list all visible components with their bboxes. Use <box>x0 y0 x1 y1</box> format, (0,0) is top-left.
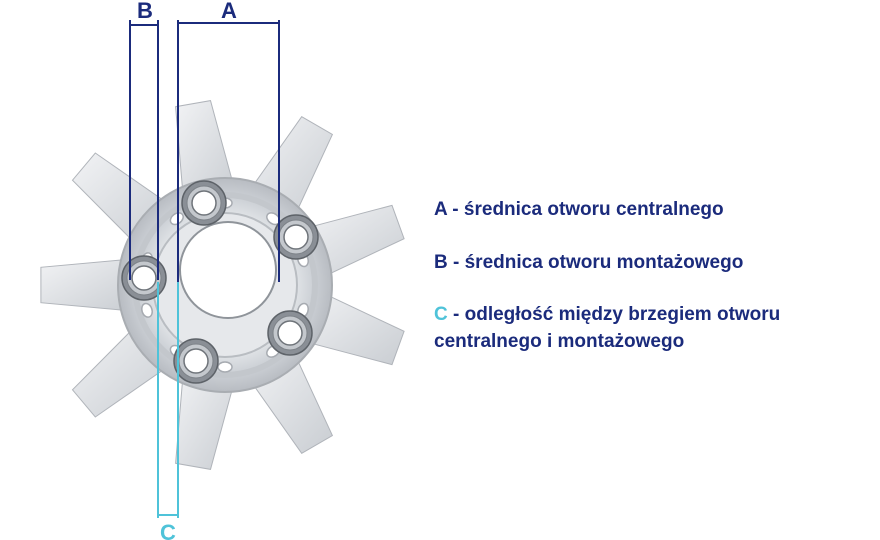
dimension-c <box>157 282 179 518</box>
legend-item-a: A - średnica otworu centralnego <box>434 196 724 223</box>
lug-hole <box>267 310 313 356</box>
lug-holes <box>121 180 319 384</box>
lug-hole <box>121 255 167 301</box>
dimension-b-label: B <box>137 0 153 23</box>
legend-item-c: C - odległość między brzegiem otworu cent… <box>434 301 780 355</box>
vent-hole <box>217 361 233 373</box>
legend-b-text: - średnica otworu montażowego <box>447 252 744 273</box>
legend-a-text: - średnica otworu centralnego <box>447 199 724 220</box>
lug-hole <box>181 180 227 226</box>
legend-b-letter: B <box>434 252 448 273</box>
dimension-b <box>129 20 159 280</box>
legend-c-text-line2: centralnego i montażowego <box>434 331 685 352</box>
lug-hole <box>173 338 219 384</box>
dimension-c-label: C <box>160 520 176 540</box>
dimension-a <box>177 20 280 282</box>
legend-item-b: B - średnica otworu montażowego <box>434 249 743 276</box>
legend-c-text-line1: - odległość między brzegiem otworu <box>447 304 781 325</box>
center-bore <box>179 221 277 319</box>
legend-a-letter: A <box>434 199 448 220</box>
legend-c-letter: C <box>434 304 448 325</box>
vent-hole <box>169 212 184 226</box>
vent-hole <box>141 302 153 318</box>
dimension-a-label: A <box>221 0 237 23</box>
lug-hole <box>273 214 319 260</box>
